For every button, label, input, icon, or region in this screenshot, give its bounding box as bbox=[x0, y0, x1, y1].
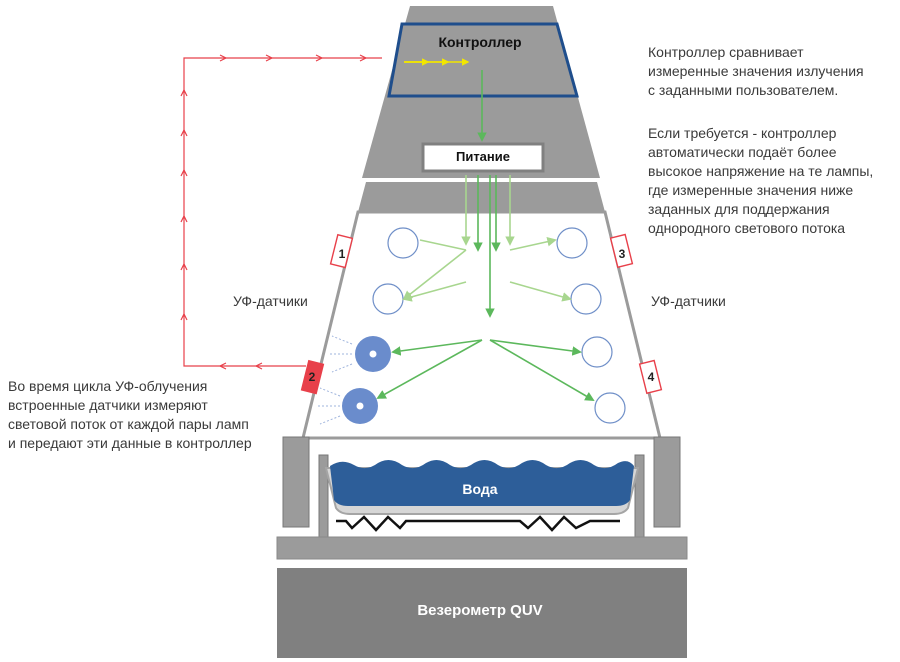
power-lines bbox=[376, 70, 595, 401]
lamp-left-1 bbox=[387, 227, 419, 259]
controller-box bbox=[387, 22, 579, 98]
sensor-number-1: 1 bbox=[338, 247, 346, 261]
sensor-3-box bbox=[609, 233, 634, 269]
sensor-number-4: 4 bbox=[647, 370, 655, 384]
power-label: Питание bbox=[455, 149, 510, 164]
housing-band bbox=[358, 182, 605, 212]
right-post bbox=[653, 436, 681, 528]
power-box bbox=[421, 142, 545, 173]
lamp-right-4 bbox=[594, 392, 626, 424]
signal-line bbox=[180, 54, 382, 370]
sensor-number-3: 3 bbox=[618, 247, 626, 261]
sensor-2-box bbox=[300, 359, 325, 395]
controller-label: Контроллер bbox=[438, 34, 522, 50]
lamp-right-3 bbox=[581, 336, 613, 368]
lamp-right-2 bbox=[570, 283, 602, 315]
base-label: Везерометр QUV bbox=[417, 602, 543, 619]
heater-element bbox=[336, 515, 620, 532]
sensors bbox=[300, 233, 663, 395]
sensor-1-box bbox=[329, 233, 354, 269]
base-body bbox=[277, 568, 687, 658]
uv-sensors-label-right: УФ-датчики bbox=[651, 293, 726, 309]
lamps bbox=[372, 227, 626, 424]
water-label: Вода bbox=[462, 481, 498, 497]
water bbox=[330, 459, 634, 506]
lamp-right-1 bbox=[556, 227, 588, 259]
base-top bbox=[276, 536, 688, 560]
uv-sensors-label-left: УФ-датчики bbox=[233, 293, 308, 309]
note-controller: Контроллер сравнивает измеренные значени… bbox=[648, 44, 864, 98]
sensor-number-2: 2 bbox=[308, 370, 316, 384]
sensor-4-box bbox=[638, 359, 663, 395]
active-lamps bbox=[342, 336, 391, 424]
left-post bbox=[282, 436, 310, 528]
light-emission bbox=[318, 335, 353, 425]
note-power: Если требуется - контроллер автоматическ… bbox=[648, 125, 874, 236]
lamp-left-2 bbox=[372, 283, 404, 315]
note-cycle: Во время цикла УФ-облучения встроенные д… bbox=[8, 378, 252, 451]
